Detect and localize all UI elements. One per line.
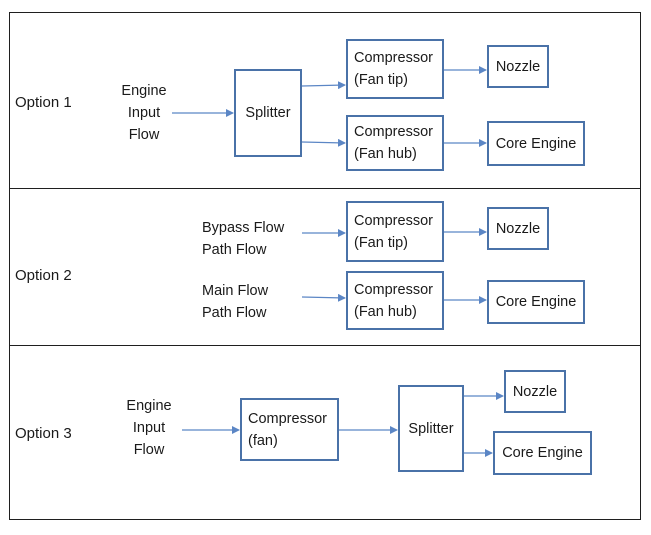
arrow-splitter-to-compressor-tip — [301, 81, 346, 90]
compressor-label: Compressor — [354, 212, 433, 229]
engine-input-flow-label: Engine Input Flow — [112, 80, 176, 146]
compressor-fan-hub-box: Compressor (Fan hub) — [346, 115, 444, 171]
input-line-2: Input — [127, 105, 161, 121]
bypass-line-1: Bypass Flow — [202, 220, 285, 236]
input-line-1: Engine — [121, 83, 167, 99]
compressor-label: Compressor — [248, 410, 327, 427]
fan-label: (fan) — [248, 432, 278, 449]
compressor-fan-tip-box: Compressor (Fan tip) — [346, 201, 444, 262]
input-line-3: Flow — [133, 442, 165, 458]
nozzle-label: Nozzle — [495, 58, 541, 75]
splitter-label: Splitter — [408, 420, 454, 437]
core-engine-label: Core Engine — [495, 135, 577, 152]
main-flow-label: Main Flow Path Flow — [202, 280, 268, 324]
core-engine-label: Core Engine — [502, 445, 583, 461]
option-2-label: Option 2 — [15, 267, 72, 284]
compressor-fan-tip-box: Compressor (Fan tip) — [346, 39, 444, 99]
fan-hub-label: (Fan hub) — [354, 303, 417, 320]
input-line-1: Engine — [126, 398, 172, 414]
compressor-fan-box: Compressor (fan) — [240, 398, 339, 461]
section-divider — [9, 345, 641, 346]
main-line-2: Path Flow — [202, 305, 267, 321]
fan-tip-label: (Fan tip) — [354, 72, 408, 88]
diagram-frame — [9, 12, 641, 520]
splitter-label: Splitter — [245, 105, 291, 121]
arrow-main-to-compressor — [301, 293, 346, 302]
compressor-label: Compressor — [354, 50, 433, 66]
section-divider — [9, 188, 641, 189]
nozzle-box: Nozzle — [487, 207, 549, 250]
input-line-2: Input — [132, 420, 166, 436]
fan-hub-label: (Fan hub) — [354, 146, 417, 162]
main-line-1: Main Flow — [202, 283, 269, 299]
fan-tip-label: (Fan tip) — [354, 234, 408, 251]
bypass-line-2: Path Flow — [202, 242, 267, 258]
core-engine-label: Core Engine — [495, 294, 577, 310]
splitter-box: Splitter — [234, 69, 302, 157]
core-engine-box: Core Engine — [487, 280, 585, 324]
nozzle-box: Nozzle — [487, 45, 549, 88]
compressor-fan-hub-box: Compressor (Fan hub) — [346, 271, 444, 330]
engine-input-flow-label: Engine Input Flow — [116, 395, 182, 461]
arrow-splitter-to-compressor-hub — [301, 138, 346, 147]
bypass-flow-label: Bypass Flow Path Flow — [202, 217, 284, 261]
input-line-3: Flow — [128, 127, 160, 143]
nozzle-label: Nozzle — [512, 383, 558, 400]
core-engine-box: Core Engine — [493, 431, 592, 475]
nozzle-label: Nozzle — [495, 220, 541, 237]
splitter-box: Splitter — [398, 385, 464, 472]
nozzle-box: Nozzle — [504, 370, 566, 413]
compressor-label: Compressor — [354, 124, 433, 140]
option-1-label: Option 1 — [15, 94, 72, 111]
core-engine-box: Core Engine — [487, 121, 585, 166]
option-3-label: Option 3 — [15, 425, 72, 442]
compressor-label: Compressor — [354, 281, 433, 298]
